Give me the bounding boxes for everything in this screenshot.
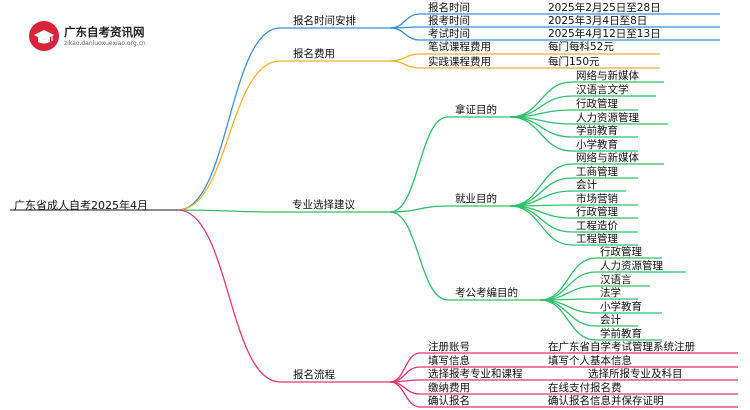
major-item: 人力资源管理 <box>600 260 663 272</box>
branch-connector <box>177 209 281 383</box>
group-connector <box>389 205 449 213</box>
branch-connector <box>177 209 281 213</box>
major-connector <box>509 205 573 233</box>
branch-registration-fees: 报名费用 <box>293 48 335 60</box>
process-step-value: 确认报名信息并保存证明 <box>548 395 664 407</box>
branch-connector <box>177 27 281 211</box>
major-connector <box>539 299 597 341</box>
brand-url: zikao.danluoxuexiao.org.cn <box>64 40 146 47</box>
schedule-item-label: 报名时间 <box>428 2 470 14</box>
item-connector <box>389 13 421 29</box>
group-employment-purpose: 就业目的 <box>455 193 497 205</box>
schedule-item-value: 2025年4月12日至13日 <box>548 28 661 40</box>
step-connector <box>389 381 421 408</box>
fee-item-label: 实践课程费用 <box>428 56 491 68</box>
group-connector <box>389 211 449 301</box>
major-connector <box>509 205 573 246</box>
major-item: 汉语言文学 <box>576 84 629 96</box>
group-certificate-purpose: 拿证目的 <box>455 104 497 116</box>
brand-name: 广东自考资讯网 <box>64 25 145 39</box>
major-item: 汉语言 <box>600 274 632 286</box>
branch-registration-schedule: 报名时间安排 <box>293 15 356 27</box>
major-item: 行政管理 <box>600 246 642 258</box>
item-connector <box>389 60 421 69</box>
root-node: 广东省成人自考2025年4月 <box>14 199 148 212</box>
major-item: 会计 <box>600 314 621 326</box>
major-item: 行政管理 <box>576 98 618 110</box>
major-item: 网络与新媒体 <box>576 152 639 164</box>
major-item: 行政管理 <box>576 206 618 218</box>
process-step-value: 选择所报专业及科目 <box>588 368 683 380</box>
item-connector <box>389 53 421 62</box>
group-civil-service-purpose: 考公考编目的 <box>455 287 518 299</box>
major-item: 市场营销 <box>576 193 618 205</box>
schedule-item-label: 报考时间 <box>428 15 470 27</box>
process-step-value: 在广东省自学考试管理系统注册 <box>548 341 695 353</box>
schedule-item-value: 2025年2月25日至28日 <box>548 2 661 14</box>
branch-major-suggestions: 专业选择建议 <box>292 199 355 211</box>
major-item: 法学 <box>600 287 621 299</box>
process-step-label: 填写信息 <box>428 355 470 367</box>
major-connector <box>509 116 573 152</box>
schedule-item-label: 考试时间 <box>428 28 470 40</box>
major-connector <box>509 81 573 118</box>
major-item: 会计 <box>576 179 597 191</box>
major-item: 小学教育 <box>576 139 618 151</box>
major-item: 小学教育 <box>600 301 642 313</box>
major-item: 工商管理 <box>576 166 618 178</box>
major-connector <box>509 190 573 207</box>
major-item: 工程造价 <box>576 220 618 232</box>
branch-connector <box>177 60 281 211</box>
fee-item-value: 每门150元 <box>548 56 600 68</box>
fee-item-value: 每门每科52元 <box>548 41 614 53</box>
group-connector <box>389 116 449 213</box>
process-step-label: 选择报考专业和课程 <box>428 368 523 380</box>
major-connector <box>509 163 573 207</box>
process-step-value: 在线支付报名费 <box>548 382 622 394</box>
major-item: 工程管理 <box>576 233 618 245</box>
step-connector <box>389 381 421 395</box>
fee-item-label: 笔试课程费用 <box>428 41 491 53</box>
major-item: 网络与新媒体 <box>576 70 639 82</box>
major-item: 人力资源管理 <box>576 112 639 124</box>
logo-icon <box>28 20 60 52</box>
major-item: 学前教育 <box>576 125 618 137</box>
branch-registration-process: 报名流程 <box>293 369 335 381</box>
process-step-label: 注册账号 <box>428 341 470 353</box>
process-step-label: 确认报名 <box>428 395 470 407</box>
item-connector <box>389 27 421 41</box>
process-step-label: 缴纳费用 <box>428 382 470 394</box>
process-step-value: 填写个人基本信息 <box>548 355 632 367</box>
major-item: 学前教育 <box>600 328 642 340</box>
schedule-item-value: 2025年3月4日至8日 <box>548 15 648 27</box>
